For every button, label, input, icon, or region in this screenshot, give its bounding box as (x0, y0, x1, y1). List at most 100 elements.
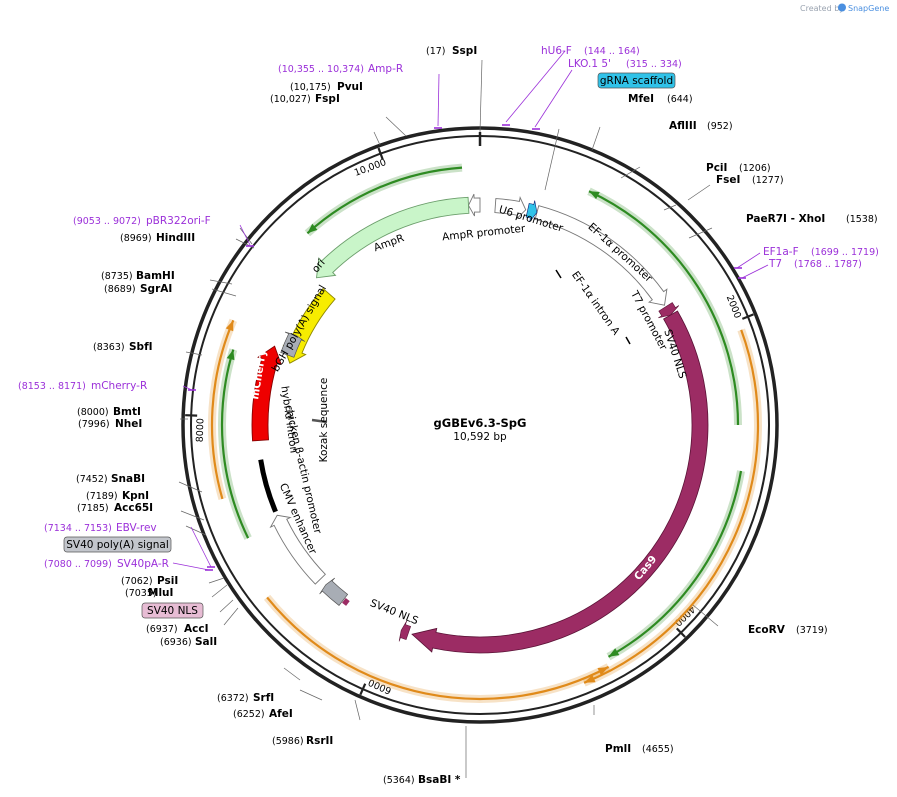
leader-line (283, 667, 301, 681)
enzyme-position: (1538) (846, 214, 878, 225)
enzyme-name: SrfI (253, 692, 274, 704)
enzyme-position: (1277) (752, 175, 784, 186)
leader-line (544, 128, 560, 191)
orf-arc (583, 329, 760, 684)
enzyme-position: (8000) (77, 407, 109, 418)
orf-arc (588, 190, 740, 426)
tick-mark (675, 627, 686, 638)
mcherry-arrow (251, 345, 282, 442)
primer-leader (437, 73, 440, 127)
enzyme-name: FspI (315, 93, 340, 105)
cas9-arrow (411, 310, 709, 654)
orf-arcs (208, 163, 762, 703)
leader-line (219, 599, 234, 613)
enzyme-name: NheI (115, 418, 142, 430)
kozak-mark (311, 418, 328, 424)
leader-line (185, 351, 203, 356)
enzyme-position: (8689) (104, 284, 136, 295)
u6-promoter-arrow (494, 196, 527, 221)
leader-line (209, 279, 233, 285)
plasmid-size: 10,592 bp (453, 431, 507, 443)
credit-logo: Created by SnapGene (800, 3, 889, 13)
orf-arc (306, 166, 463, 235)
enzyme-name: SalI (195, 636, 217, 648)
enzyme-name: KpnI (122, 490, 149, 502)
leader-line (373, 131, 381, 146)
leader-line (239, 227, 253, 245)
leader-line (688, 227, 713, 239)
tick-label: 8000 (195, 418, 207, 443)
snapgene-logo-icon (838, 3, 846, 12)
primer-name: pBR322ori-F (146, 215, 211, 227)
enzyme-name: PaeR7I - XhoI (746, 213, 825, 225)
orf-arc (266, 596, 610, 701)
cmv-enhancer-box (319, 577, 349, 606)
enzyme-name: PsiI (157, 575, 178, 587)
orf-arrowhead (307, 223, 318, 234)
feature-badge-label: gRNA scaffold (600, 75, 673, 87)
enzyme-position: (7062) (121, 576, 153, 587)
enzyme-position: (8363) (93, 342, 125, 353)
leader-line (479, 59, 483, 133)
primer-leader (190, 526, 212, 568)
primer-position: (315 .. 334) (626, 59, 682, 70)
feature-badge (63, 536, 172, 553)
enzyme-name: AfeI (269, 708, 293, 720)
grna-scaffold-arrow (525, 200, 538, 223)
enzyme-position: (3719) (796, 625, 828, 636)
cba-promoter-arrow (269, 514, 326, 585)
enzyme-position: (8969) (120, 233, 152, 244)
enzyme-name: RsrII (306, 735, 333, 747)
enzyme-position: (7035) (125, 588, 157, 599)
enzyme-name: BsaBI * (418, 774, 461, 786)
enzyme-name: MfeI (628, 93, 654, 105)
enzyme-name: BmtI (113, 406, 141, 418)
feature-badge-label: SV40 NLS (147, 605, 198, 617)
leader-line (185, 525, 207, 536)
leader-line (178, 481, 203, 493)
enzyme-name: PmlI (605, 743, 631, 755)
leader-line (211, 288, 237, 297)
leader-line (208, 577, 225, 584)
enzyme-name: MluI (148, 587, 173, 599)
enzyme-position: (7996) (78, 419, 110, 430)
enzyme-name: SnaBI (111, 473, 145, 485)
enzyme-position: (6372) (217, 693, 249, 704)
bgh-polya-box (280, 331, 306, 358)
primer-name: EBV-rev (116, 522, 157, 534)
orf-arrowhead (584, 674, 596, 683)
intron-mark (555, 269, 562, 279)
enzyme-name: AflIII (669, 120, 697, 132)
orf-arc (210, 319, 235, 500)
feature-label: bGH poly(A) signal (270, 283, 329, 374)
primer-position: (1699 .. 1719) (811, 247, 879, 258)
tick-mark (359, 683, 367, 696)
enzyme-name: SgrAI (140, 283, 172, 295)
enzyme-position: (7189) (86, 491, 118, 502)
leader-line (663, 204, 677, 211)
feature-badge-label: SV40 poly(A) signal (66, 539, 169, 551)
primer-leader (736, 252, 761, 269)
feature-label: Kozak sequence (318, 378, 330, 463)
credit-created-by: Created by (800, 4, 844, 13)
leader-line (692, 604, 719, 627)
site-labels: SspI(17)MfeI(644)AflIII(952)PciI(1206)Fs… (18, 45, 879, 786)
credit-brand: SnapGene (848, 4, 889, 13)
primer-position: (144 .. 164) (584, 46, 640, 57)
primer-name: EF1a-F (763, 246, 799, 258)
enzyme-name: Acc65I (114, 502, 153, 514)
sv40-nls-mark (658, 302, 680, 319)
feature-label: AmpR promoter (442, 223, 527, 244)
leader-line (687, 184, 711, 201)
enzyme-position: (7452) (76, 474, 108, 485)
leader-line (223, 607, 239, 626)
feature-label: EF-1α intron A (569, 269, 622, 338)
orf-arc (220, 349, 250, 539)
enzyme-name: PciI (706, 162, 727, 174)
orf-arrowhead (226, 349, 235, 361)
enzyme-name: EcoRV (748, 624, 786, 636)
primer-leader (505, 50, 566, 123)
enzyme-name: SspI (452, 45, 477, 57)
primer-name: Amp-R (368, 63, 403, 75)
ef1a-promoter-arrow (534, 205, 668, 306)
